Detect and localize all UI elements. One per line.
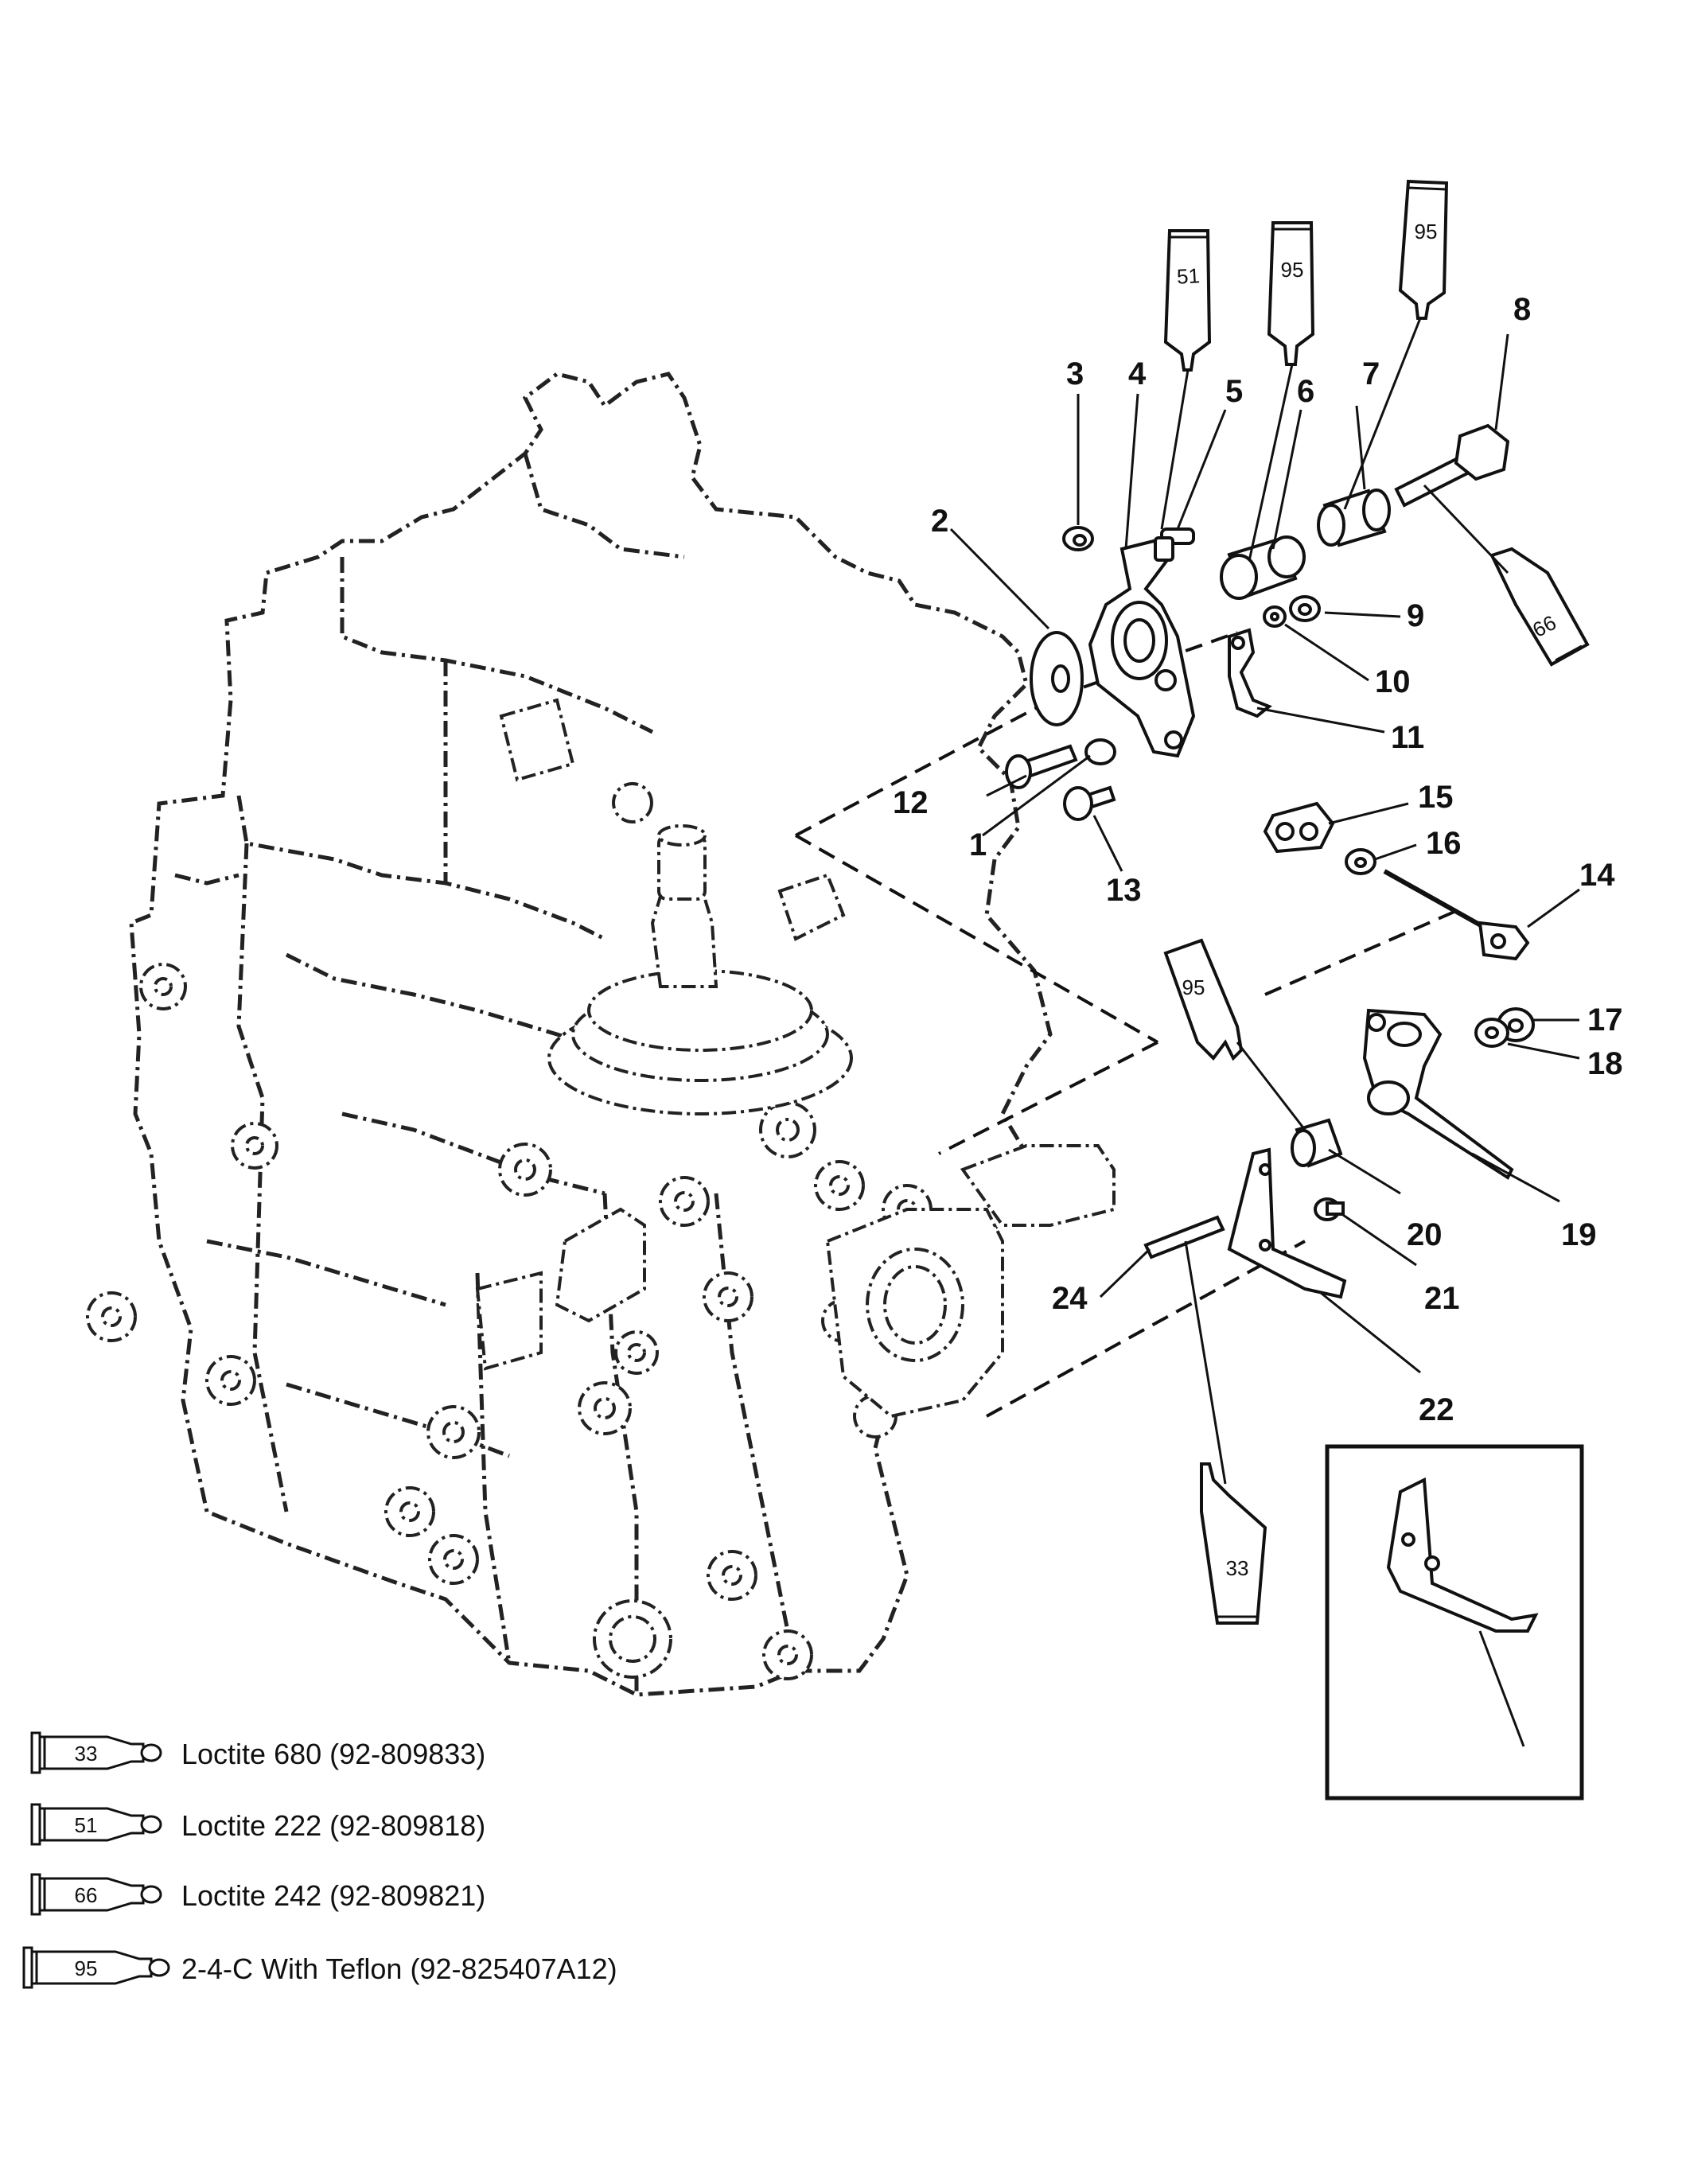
tube-95-c: 95 bbox=[1163, 938, 1244, 1061]
tube-66: 66 bbox=[1489, 547, 1590, 667]
callout-8: 8 bbox=[1513, 292, 1531, 327]
legend-item-95: 95 2-4-C With Teflon (92-825407A12) bbox=[22, 1946, 617, 1989]
legend-code-66: 66 bbox=[75, 1883, 98, 1907]
part-16-nut bbox=[1345, 848, 1376, 875]
callout-5: 5 bbox=[1225, 374, 1243, 409]
callout-2: 2 bbox=[931, 504, 948, 539]
part-9-nut bbox=[1289, 595, 1321, 622]
part-5-grease-fitting bbox=[1154, 528, 1195, 562]
part-6-bushing bbox=[1220, 535, 1306, 600]
part-13-screw bbox=[1063, 785, 1116, 821]
callout-18: 18 bbox=[1587, 1046, 1623, 1081]
tube-label-95-a: 95 bbox=[1281, 258, 1304, 282]
callout-16: 16 bbox=[1426, 826, 1462, 861]
tube-label-95-c: 95 bbox=[1182, 975, 1205, 999]
tube-95-b: 95 bbox=[1398, 179, 1449, 320]
part-24-stud bbox=[1143, 1215, 1225, 1259]
legend-text-95: 2-4-C With Teflon (92-825407A12) bbox=[181, 1952, 617, 1985]
legend-code-95: 95 bbox=[75, 1956, 98, 1980]
engine-block-drawing bbox=[86, 372, 1116, 1697]
callout-6: 6 bbox=[1297, 374, 1314, 409]
part-7-spacer bbox=[1317, 489, 1391, 547]
legend-item-51: 51 Loctite 222 (92-809818) bbox=[30, 1803, 485, 1846]
callout-12: 12 bbox=[893, 785, 929, 820]
callout-22: 22 bbox=[1419, 1392, 1454, 1427]
callout-3: 3 bbox=[1066, 356, 1084, 391]
callout-15: 15 bbox=[1418, 780, 1454, 815]
legend-text-51: Loctite 222 (92-809818) bbox=[181, 1809, 485, 1842]
legend-text-66: Loctite 242 (92-809821) bbox=[181, 1879, 485, 1912]
callout-24: 24 bbox=[1052, 1281, 1088, 1316]
part-20-spacer bbox=[1291, 1118, 1343, 1168]
part-15-connector bbox=[1263, 801, 1335, 854]
callout-14: 14 bbox=[1579, 858, 1615, 893]
legend: 33 Loctite 680 (92-809833) 51 Loctite 22… bbox=[22, 1731, 617, 1989]
callout-9: 9 bbox=[1407, 598, 1424, 633]
callout-1: 1 bbox=[969, 827, 987, 862]
callout-4: 4 bbox=[1128, 356, 1147, 391]
tube-label-95-b: 95 bbox=[1415, 220, 1438, 243]
tube-51: 51 bbox=[1163, 229, 1212, 372]
part-10-washer bbox=[1263, 605, 1287, 628]
part-4-throttle-arm bbox=[1088, 539, 1196, 758]
part-22-bracket bbox=[1227, 1147, 1347, 1299]
part-1-bushing bbox=[1084, 738, 1116, 765]
callout-19: 19 bbox=[1561, 1217, 1597, 1252]
callout-10: 10 bbox=[1375, 664, 1411, 699]
part-19-throttle-cam bbox=[1362, 1008, 1514, 1180]
legend-code-33: 33 bbox=[75, 1742, 98, 1765]
callout-7: 7 bbox=[1362, 356, 1380, 391]
legend-text-33: Loctite 680 (92-809833) bbox=[181, 1738, 485, 1770]
callout-11: 11 bbox=[1391, 720, 1424, 755]
part-21-screw bbox=[1314, 1197, 1345, 1221]
legend-item-66: 66 Loctite 242 (92-809821) bbox=[30, 1873, 485, 1916]
part-12-screw bbox=[1005, 744, 1078, 789]
tube-label-51: 51 bbox=[1176, 263, 1200, 288]
callout-17: 17 bbox=[1587, 1002, 1623, 1037]
tube-label-33: 33 bbox=[1226, 1556, 1249, 1580]
inset-part-23 bbox=[1325, 1444, 1584, 1801]
callout-13: 13 bbox=[1106, 873, 1142, 908]
part-2-washer bbox=[1030, 631, 1084, 726]
part-3-nut bbox=[1062, 526, 1094, 551]
callout-20: 20 bbox=[1407, 1217, 1443, 1252]
tube-33: 33 bbox=[1200, 1462, 1267, 1625]
legend-code-51: 51 bbox=[75, 1813, 98, 1837]
part-14-link-rod bbox=[1383, 869, 1530, 961]
legend-item-33: 33 Loctite 680 (92-809833) bbox=[30, 1731, 485, 1774]
part-8-bolt bbox=[1394, 423, 1510, 508]
tube-95-a: 95 bbox=[1267, 221, 1315, 366]
callout-21: 21 bbox=[1424, 1281, 1460, 1316]
part-18-washer bbox=[1474, 1018, 1509, 1048]
leader-lines bbox=[949, 317, 1580, 1485]
part-11-link bbox=[1228, 628, 1272, 718]
